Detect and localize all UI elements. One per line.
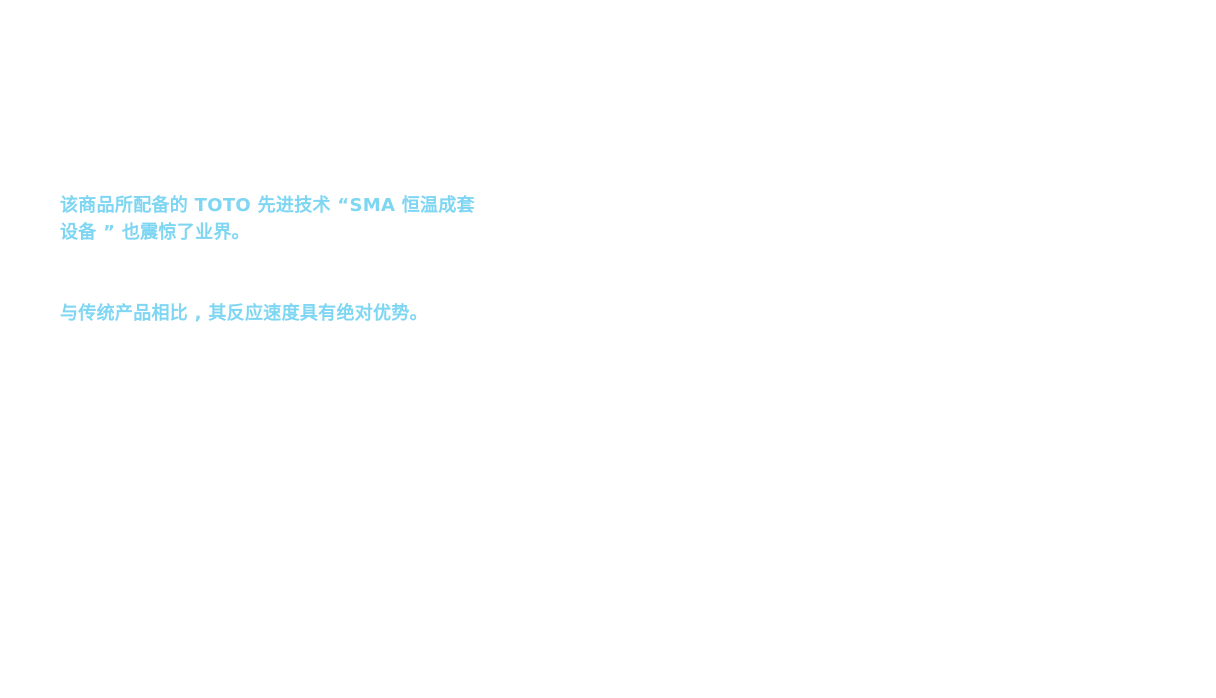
comparison-text: 与传统产品相比 , 其反应速度具有绝对优势。 [60, 303, 428, 324]
feature-description-text: 该商品所配备的 TOTO 先进技术 “SMA 恒温成套设备 ” 也震惊了业界。 [60, 195, 475, 243]
